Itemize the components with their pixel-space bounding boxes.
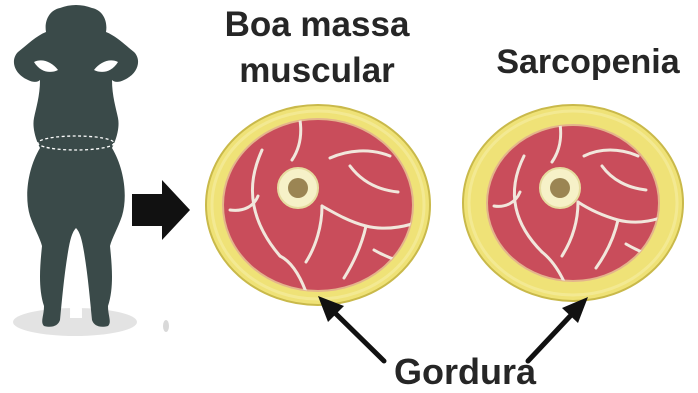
right-arrow-icon [132, 180, 190, 240]
speck [163, 320, 169, 332]
label-good-muscle-line-2: muscular [206, 48, 428, 94]
label-sarcopenia: Sarcopenia [478, 40, 698, 84]
label-fat: Gordura [370, 352, 560, 392]
cross-section-good-muscle [206, 105, 430, 305]
leg-gap [70, 236, 82, 318]
bone-marrow-good [288, 178, 308, 198]
cross-section-sarcopenia [463, 105, 683, 301]
bone-marrow-sarcopenia [550, 178, 570, 198]
label-good-muscle-line-1: Boa massa [206, 2, 428, 48]
label-good-muscle: Boa massa muscular [206, 2, 428, 94]
person-silhouette-icon [13, 5, 138, 336]
